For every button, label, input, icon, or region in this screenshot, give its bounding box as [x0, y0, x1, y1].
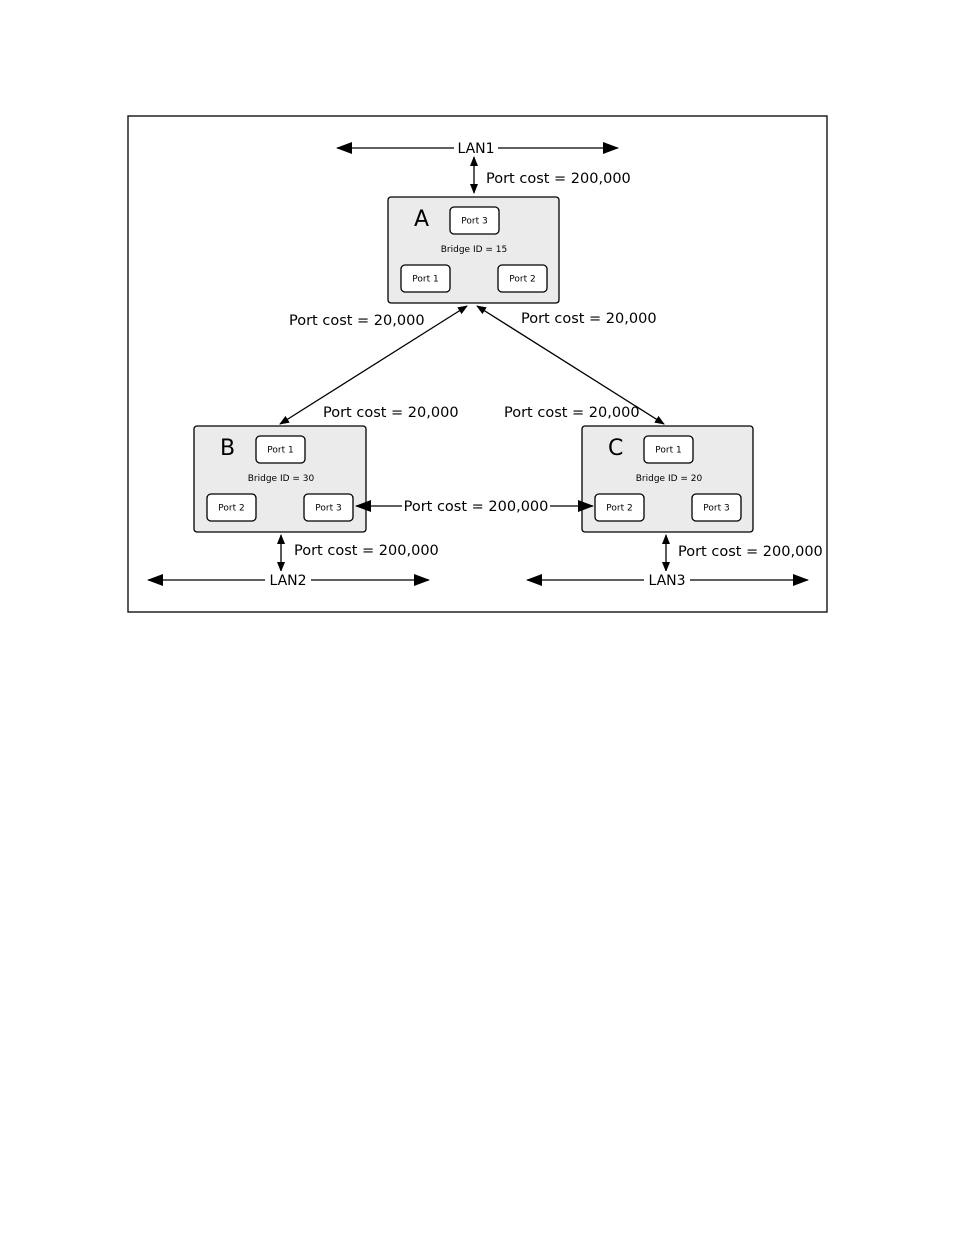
bridge-c-id: Bridge ID = 20: [636, 474, 703, 484]
lan3-label: LAN3: [648, 573, 685, 589]
bridge-c-port2-label: Port 2: [606, 504, 632, 514]
bridge-c-port3-label: Port 3: [703, 504, 729, 514]
bridge-c: C Port 1 Bridge ID = 20 Port 2 Port 3: [582, 426, 753, 532]
bridge-c-lan3-cost-label: Port cost = 200,000: [678, 544, 823, 560]
bridge-a-id: Bridge ID = 15: [441, 245, 508, 255]
bridge-a-port1-label: Port 1: [412, 275, 438, 285]
bridge-a-port3-label: Port 3: [461, 217, 487, 227]
bridge-a-c-cost-label-top: Port cost = 20,000: [521, 311, 657, 327]
bridge-a-letter: A: [414, 207, 429, 232]
lan1-label: LAN1: [457, 141, 494, 157]
bridge-b-port3-label: Port 3: [315, 504, 341, 514]
bridge-b-port1-label: Port 1: [267, 446, 293, 456]
bridge-a-c-cost-label-bottom: Port cost = 20,000: [504, 405, 640, 421]
bridge-a: A Port 3 Bridge ID = 15 Port 1 Port 2: [388, 197, 559, 303]
bridge-b-port2-label: Port 2: [218, 504, 244, 514]
diagram-frame: [128, 116, 827, 612]
lan1-bridge-a-cost-label: Port cost = 200,000: [486, 171, 631, 187]
lan2-label: LAN2: [269, 573, 306, 589]
bridge-a-port2-label: Port 2: [509, 275, 535, 285]
bridge-c-port1-label: Port 1: [655, 446, 681, 456]
bridge-b-id: Bridge ID = 30: [248, 474, 315, 484]
bridge-a-b-cost-label-bottom: Port cost = 20,000: [323, 405, 459, 421]
bridge-b-lan2-cost-label: Port cost = 200,000: [294, 543, 439, 559]
bridge-b-c-cost-label: Port cost = 200,000: [404, 499, 549, 515]
bridge-a-b-cost-label-top: Port cost = 20,000: [289, 313, 425, 329]
bridge-b: B Port 1 Bridge ID = 30 Port 2 Port 3: [194, 426, 366, 532]
bridge-b-letter: B: [220, 436, 235, 461]
bridge-c-letter: C: [608, 436, 623, 461]
